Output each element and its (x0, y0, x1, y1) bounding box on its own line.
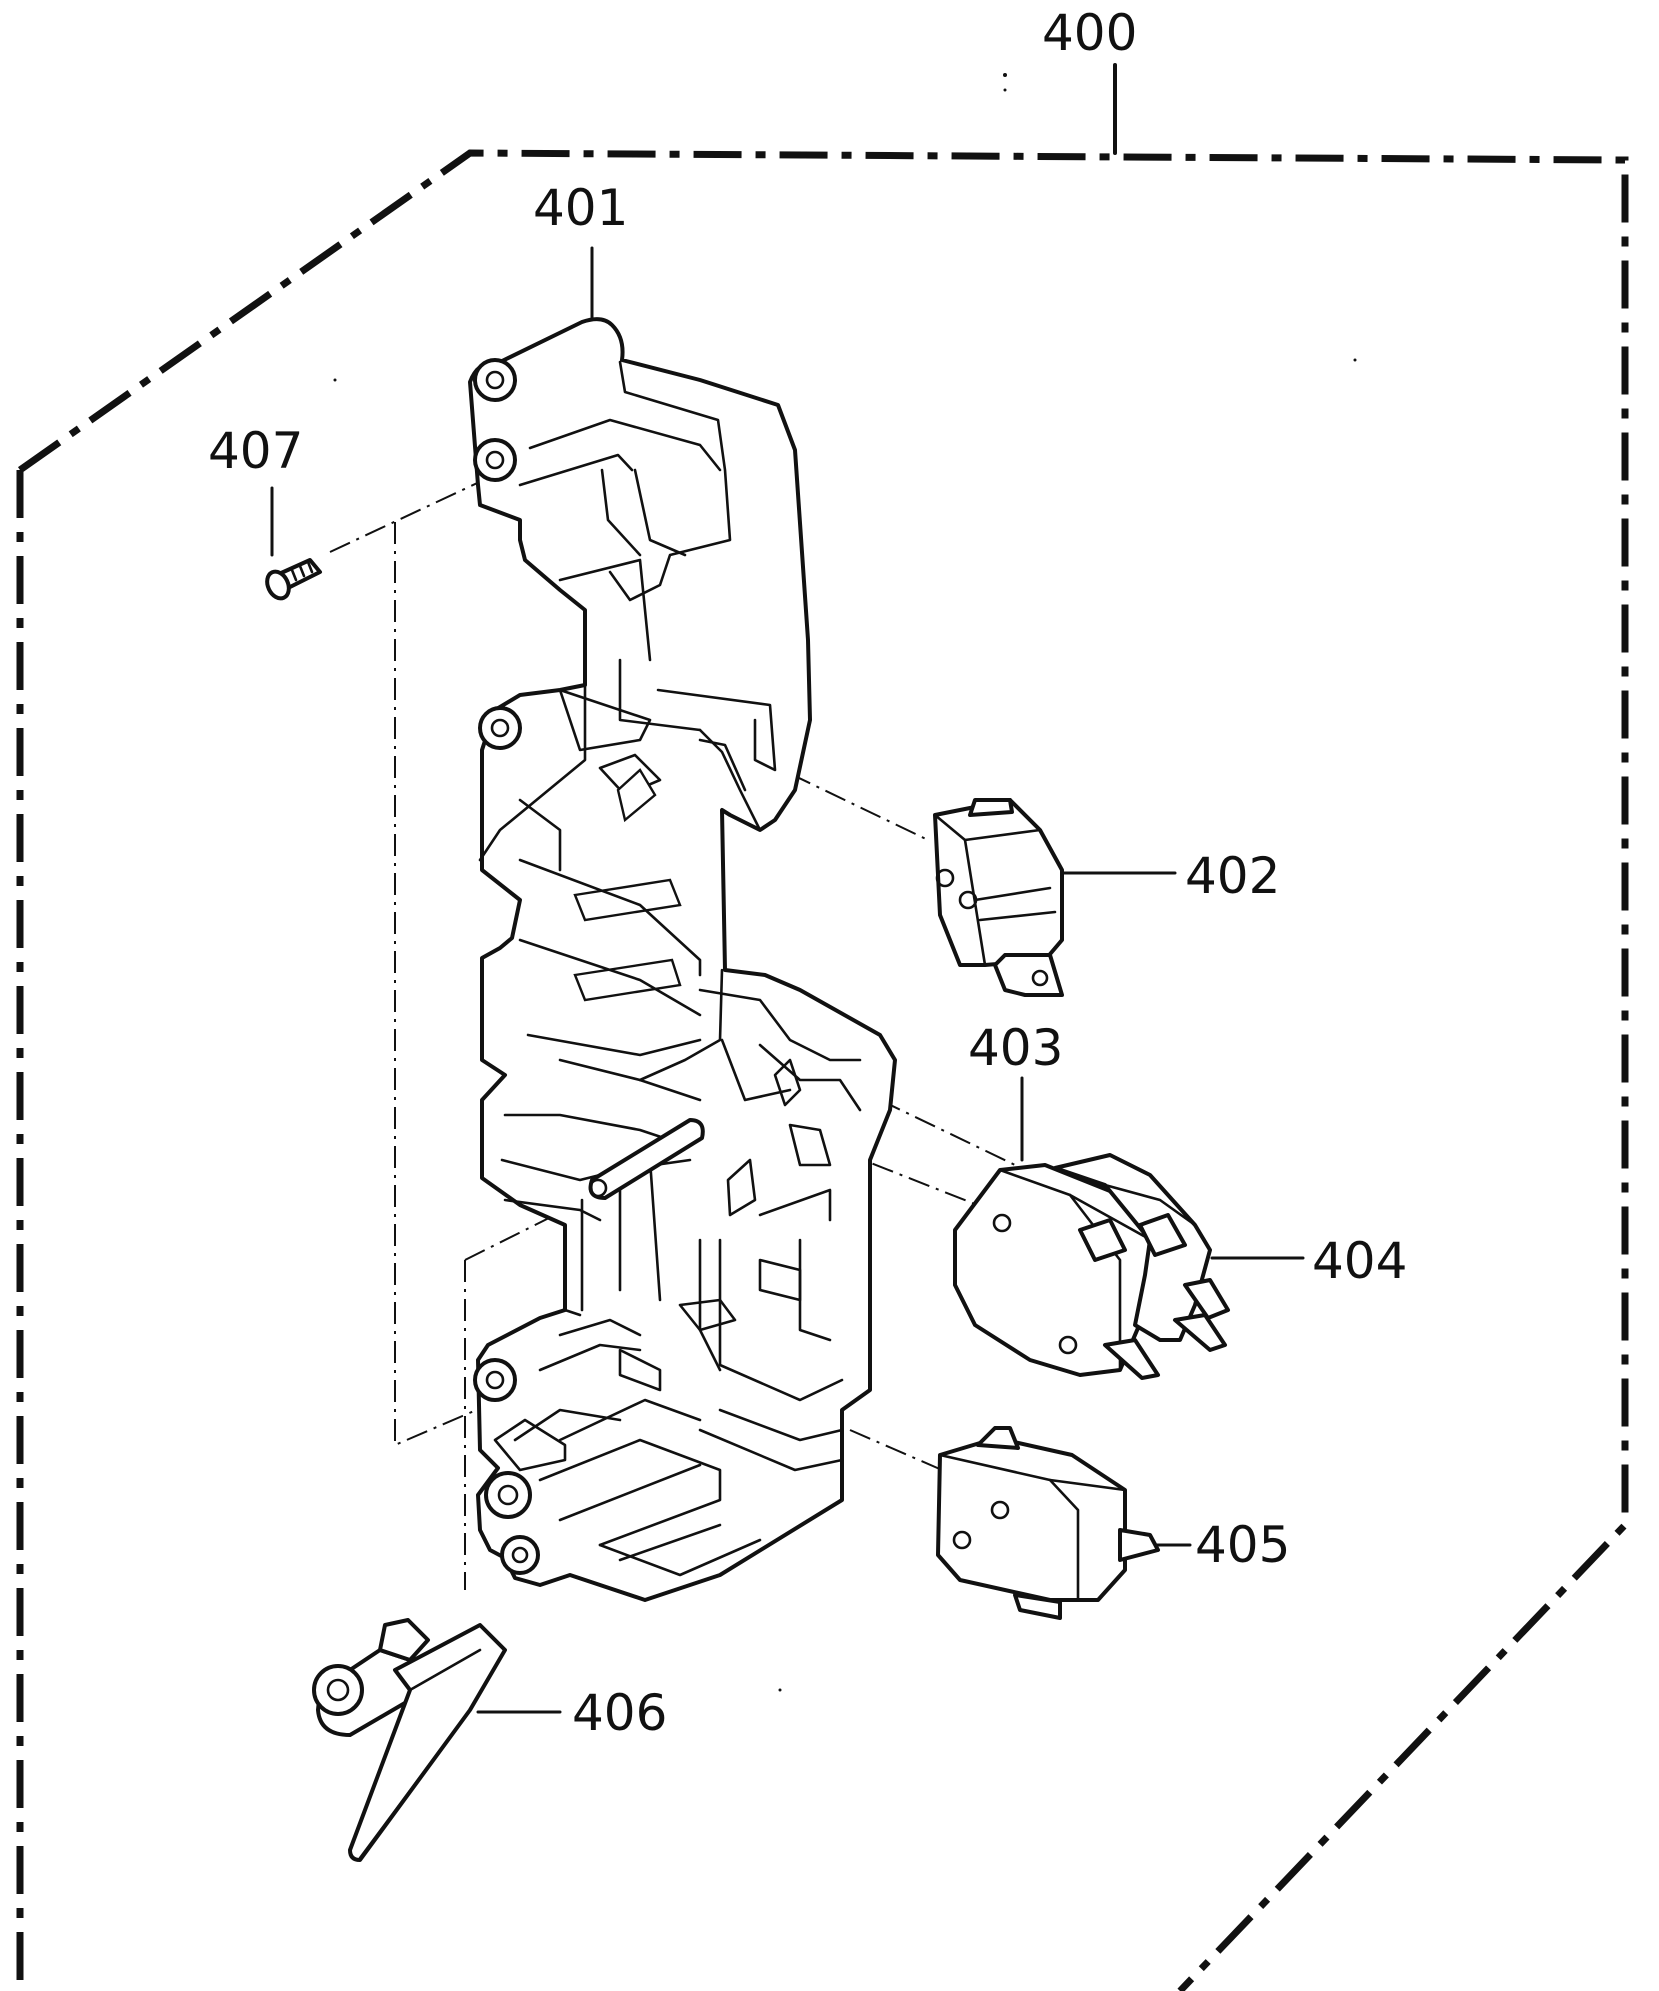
microswitch-405 (936, 1426, 1160, 1620)
scan-specks (333, 73, 1357, 1692)
microswitch-403 (953, 1163, 1162, 1380)
switch-mounting-frame (468, 317, 897, 1602)
assembly-centre-lines (329, 477, 1043, 1590)
callout-403: 403 (968, 1019, 1063, 1077)
leader-lines (270, 246, 1305, 1714)
callout-407: 407 (208, 422, 303, 480)
callout-402: 402 (1185, 847, 1280, 905)
callout-401: 401 (533, 179, 628, 237)
callout-406: 406 (572, 1684, 667, 1742)
latch-lever-406 (312, 1618, 507, 1862)
assembly-boundary (16, 63, 1629, 1991)
microswitch-404 (1053, 1153, 1230, 1352)
callout-labels: 400 401 402 403 404 405 406 407 (208, 4, 1407, 1742)
callout-400: 400 (1042, 4, 1137, 62)
screw-407 (265, 558, 322, 601)
microswitch-402 (933, 798, 1064, 997)
callout-405: 405 (1195, 1516, 1290, 1574)
callout-404: 404 (1312, 1232, 1407, 1290)
